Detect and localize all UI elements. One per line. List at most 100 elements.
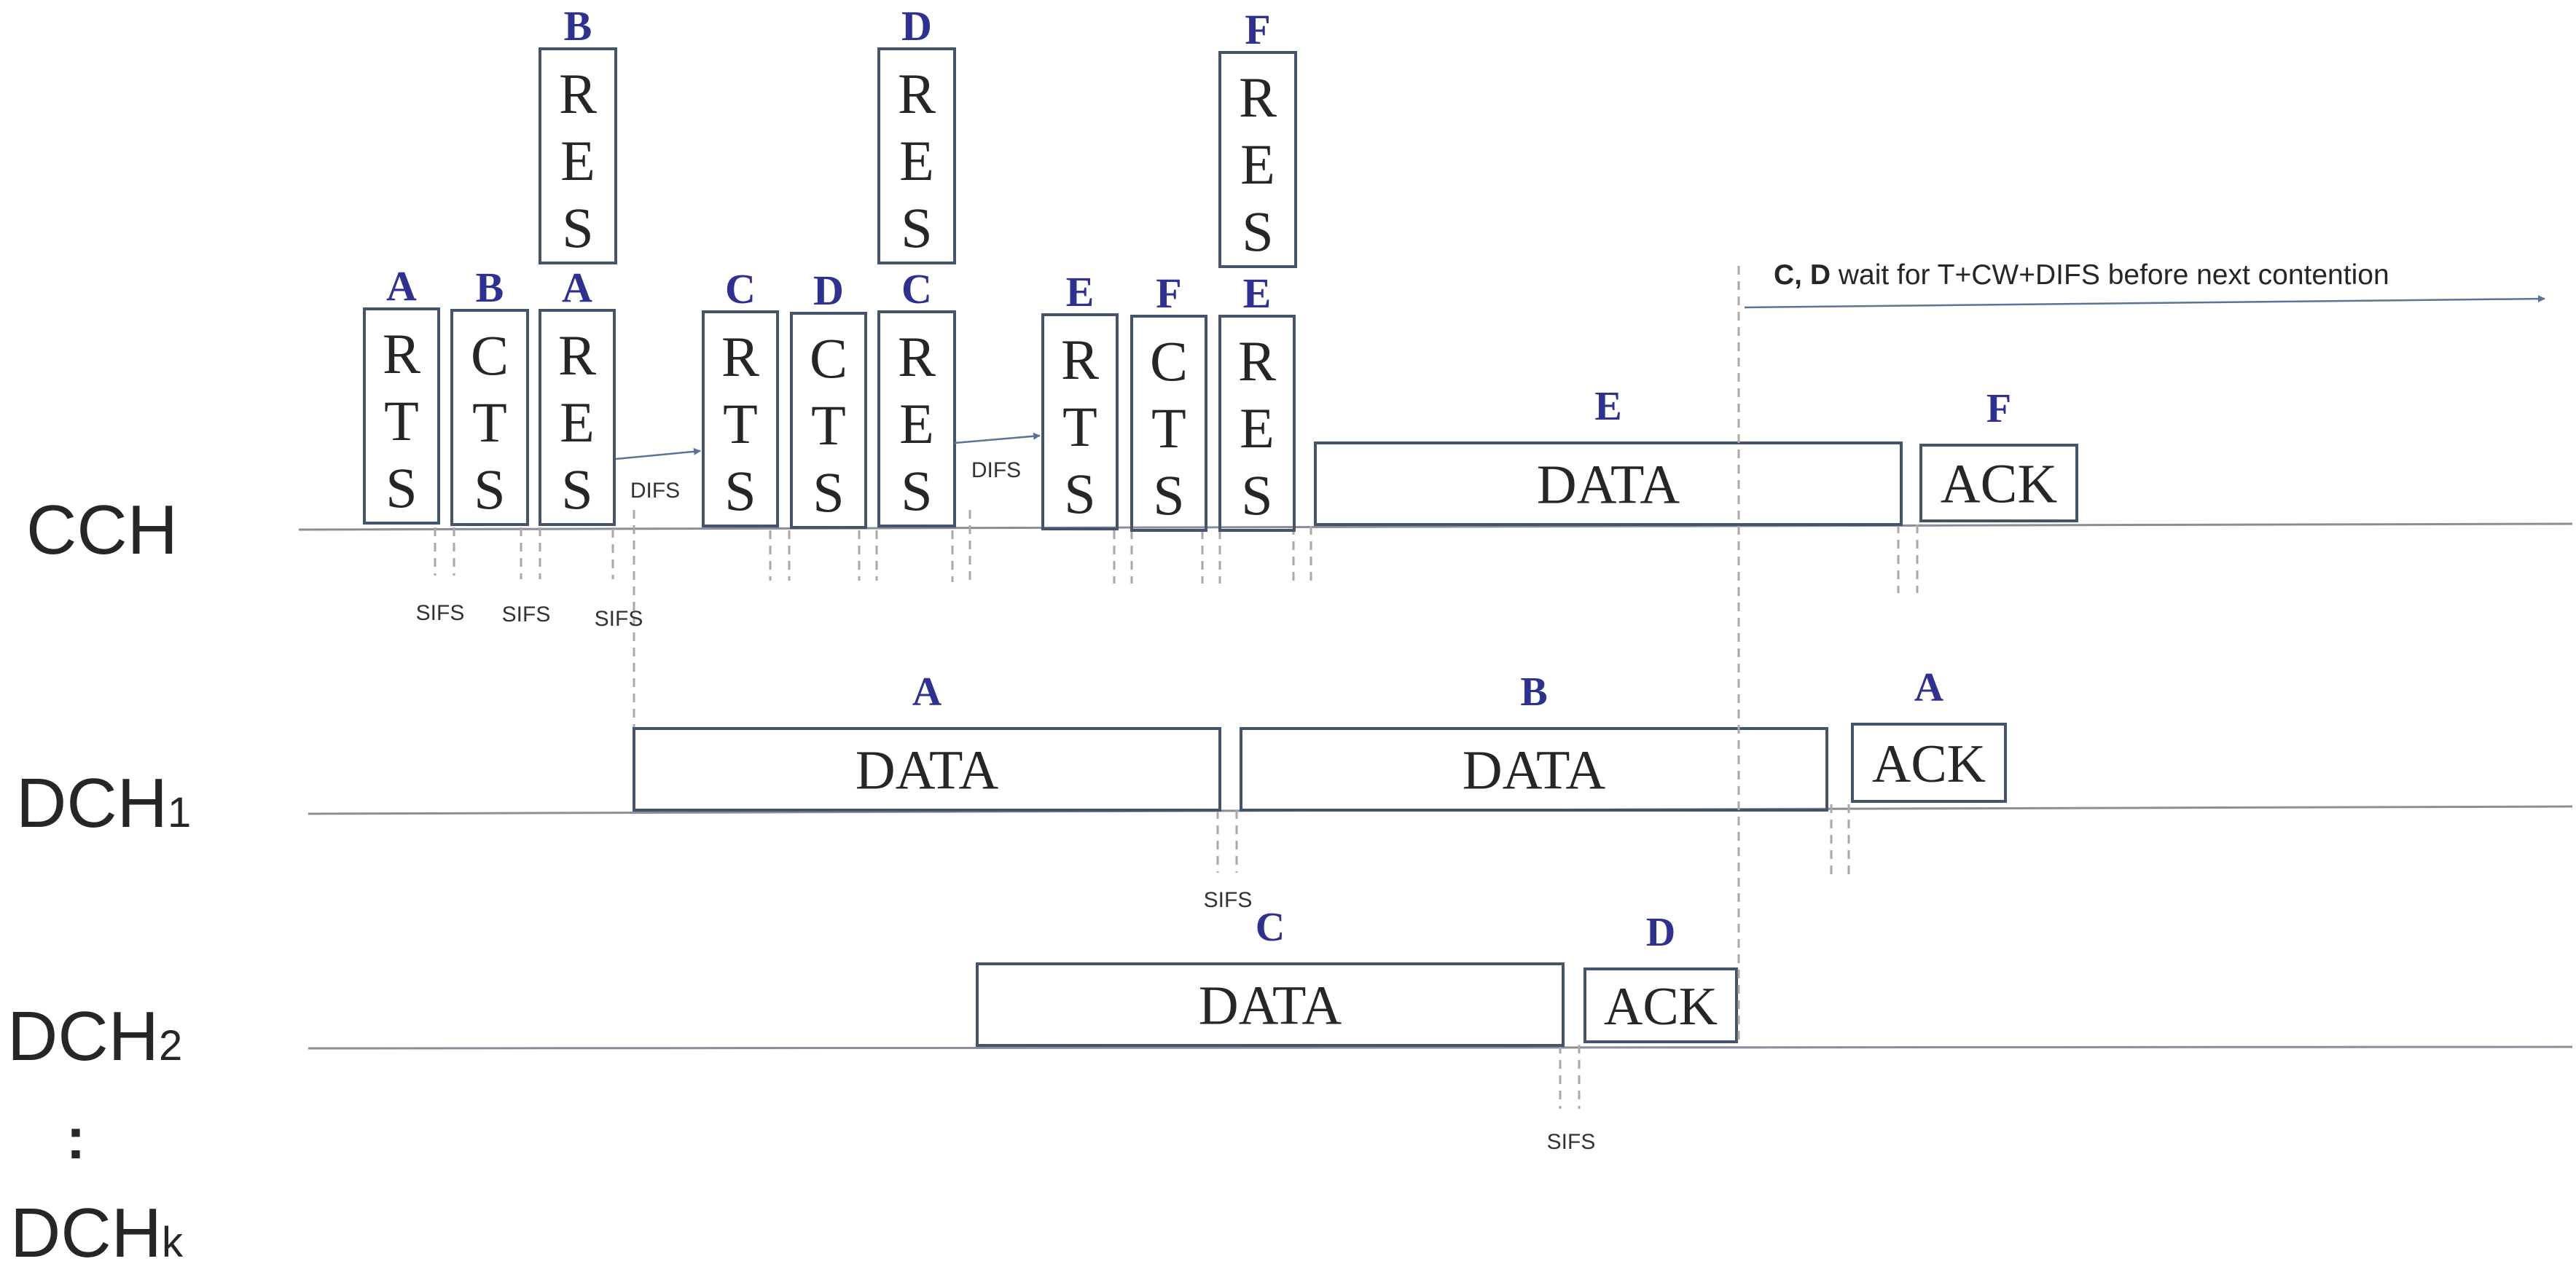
- frame-label: DATA: [1463, 740, 1606, 801]
- node-label: F: [1156, 270, 1181, 317]
- frame-letter: C: [1150, 329, 1188, 393]
- contention-note: C, D wait for T+CW+DIFS before next cont…: [1774, 259, 2389, 291]
- node-label: A: [386, 262, 417, 310]
- frame-label: ACK: [1872, 734, 1986, 794]
- frame-letter: R: [383, 322, 420, 385]
- frame-box: [877, 47, 956, 264]
- frame-letter: T: [1062, 395, 1097, 458]
- frame-letter: R: [559, 62, 597, 125]
- frame-letter: S: [1241, 463, 1272, 527]
- frame-letter: S: [901, 196, 932, 259]
- node-label: E: [1243, 270, 1272, 317]
- sifs-label: SIFS: [1204, 888, 1253, 912]
- node-label: D: [813, 267, 844, 314]
- frame-box: [1218, 51, 1297, 268]
- frame-letter: R: [558, 323, 596, 387]
- difs-label: DIFS: [630, 479, 680, 503]
- control-frame: RES: [877, 310, 956, 527]
- channel-ellipsis: :: [66, 1106, 86, 1171]
- frame-box: [1851, 723, 2007, 803]
- ack-frame: ACK: [1851, 723, 2007, 803]
- frame-box: [1130, 315, 1207, 532]
- frame-letter: S: [1153, 463, 1184, 527]
- frame-letter: S: [385, 456, 417, 519]
- node-label: E: [1066, 268, 1095, 315]
- frame-box: [702, 310, 779, 527]
- frame-letter: T: [811, 393, 846, 457]
- frame-label: DATA: [1199, 975, 1342, 1037]
- frame-letter: E: [899, 129, 934, 192]
- frame-letter: T: [723, 392, 758, 455]
- frame-letter: R: [898, 325, 936, 388]
- frame-box: [539, 309, 616, 526]
- node-label: B: [1520, 670, 1547, 715]
- frame-letter: S: [901, 459, 932, 522]
- frame-label: DATA: [856, 740, 999, 801]
- channel-label-dch1: DCH1: [16, 764, 191, 842]
- sifs-label: SIFS: [1547, 1130, 1596, 1154]
- control-frame: RES: [539, 47, 617, 264]
- node-label: C: [1256, 905, 1285, 950]
- control-frame: RTS: [702, 310, 779, 527]
- sifs-label: SIFS: [595, 607, 643, 631]
- frame-letter: T: [384, 389, 419, 452]
- frame-letter: S: [724, 459, 756, 522]
- frame-label: ACK: [1604, 977, 1718, 1037]
- frame-letter: C: [471, 323, 509, 387]
- control-frame: RTS: [1041, 313, 1119, 530]
- frame-box: [633, 727, 1221, 812]
- frame-letter: R: [1061, 328, 1099, 391]
- frame-box: [1041, 313, 1119, 530]
- difs-label: DIFS: [971, 458, 1021, 482]
- frame-box: [1240, 727, 1828, 812]
- control-frame: RES: [877, 47, 956, 264]
- frame-letter: S: [561, 458, 592, 521]
- data-frame: DATA: [1314, 441, 1903, 526]
- sifs-label: SIFS: [502, 602, 551, 627]
- node-label: E: [1594, 384, 1621, 429]
- frame-box: [539, 47, 617, 264]
- frame-letter: S: [562, 196, 593, 259]
- sifs-label: SIFS: [416, 601, 465, 625]
- node-label: D: [1646, 910, 1675, 955]
- frame-letter: E: [899, 392, 934, 455]
- frame-box: [1218, 315, 1296, 532]
- node-label: C: [901, 265, 932, 313]
- node-label: B: [564, 2, 592, 50]
- control-frame: RES: [1218, 51, 1297, 268]
- frame-letter: T: [1151, 396, 1186, 460]
- channel-label-cch: CCH: [26, 491, 178, 569]
- frame-letter: R: [1238, 329, 1276, 393]
- node-label: A: [562, 264, 592, 311]
- frame-letter: E: [1240, 396, 1275, 460]
- frame-letter: R: [721, 325, 759, 388]
- channel-label-dch2: DCH2: [7, 997, 182, 1075]
- frame-box: [877, 310, 956, 527]
- difs-arrow: [954, 432, 1041, 444]
- frame-label: ACK: [1941, 454, 2058, 515]
- data-frame: DATA: [633, 727, 1221, 812]
- control-frame: RES: [1218, 315, 1296, 532]
- frame-box: [450, 309, 529, 526]
- cch-timeline: [298, 522, 2573, 531]
- frame-letter: R: [898, 62, 936, 125]
- control-frame: RES: [539, 309, 616, 526]
- node-label: A: [1914, 665, 1944, 710]
- frame-letter: S: [1242, 200, 1273, 263]
- ack-frame: ACK: [1583, 967, 1738, 1043]
- frame-letter: C: [810, 326, 847, 390]
- dch2-timeline: [308, 1045, 2573, 1050]
- node-label: A: [912, 670, 942, 715]
- node-label: B: [476, 264, 504, 311]
- node-label: F: [1986, 386, 2011, 431]
- frame-box: [790, 312, 867, 529]
- frame-letter: R: [1239, 66, 1277, 129]
- data-frame: DATA: [1240, 727, 1828, 812]
- ack-frame: ACK: [1919, 444, 2078, 522]
- frame-letter: S: [1064, 462, 1095, 525]
- node-label: C: [725, 265, 756, 313]
- frame-box: [1314, 441, 1903, 526]
- control-frame: CTS: [790, 312, 867, 529]
- node-label: F: [1245, 6, 1270, 53]
